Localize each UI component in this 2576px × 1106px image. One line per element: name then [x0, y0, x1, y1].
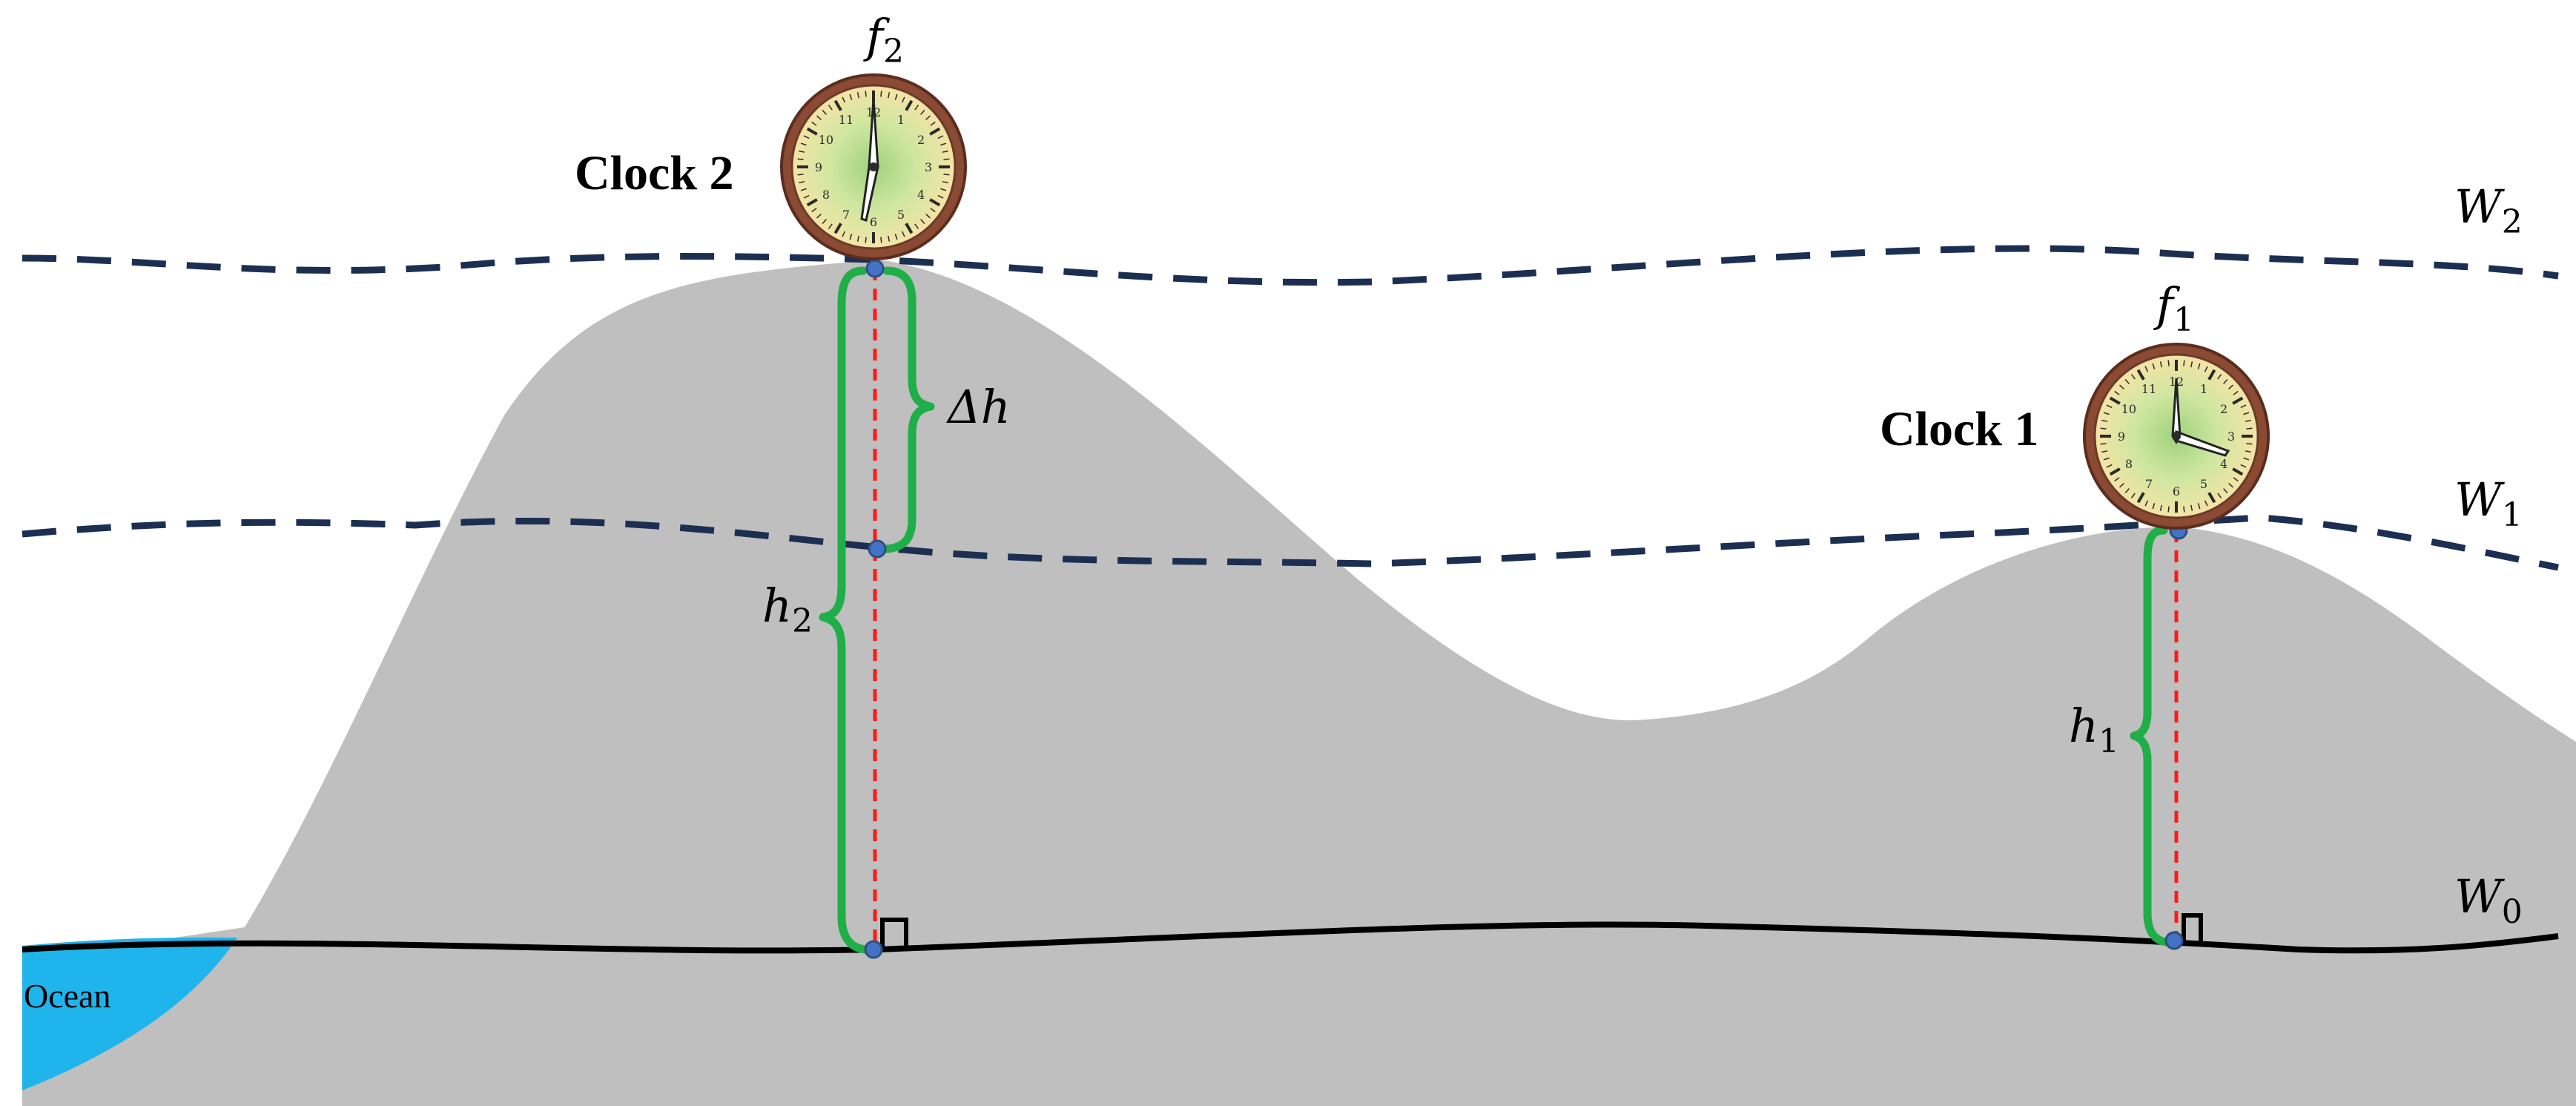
delta-h-label: Δh: [946, 380, 1011, 434]
right-angle-marker-clock1: [2182, 913, 2203, 942]
svg-text:7: 7: [842, 208, 850, 222]
svg-text:8: 8: [2125, 457, 2133, 471]
w0-label: W0: [2454, 869, 2523, 931]
svg-text:6: 6: [870, 215, 877, 229]
svg-text:7: 7: [2145, 477, 2153, 491]
h1-label: h1: [2069, 699, 2119, 760]
clock-2-label: Clock 2: [575, 146, 734, 200]
geoid-w0-line: [22, 921, 2559, 954]
equipotential-w2-line: [22, 245, 2559, 286]
f2-label: f2: [863, 9, 904, 70]
f1-label: f1: [2153, 277, 2194, 339]
svg-text:1: 1: [897, 113, 905, 127]
svg-text:10: 10: [819, 133, 833, 147]
svg-text:11: 11: [839, 113, 853, 127]
svg-text:1: 1: [2200, 382, 2207, 396]
brace-delta-h: [882, 266, 935, 553]
svg-text:10: 10: [2121, 402, 2136, 416]
svg-text:3: 3: [925, 160, 932, 174]
point-clock2-w1: [868, 539, 887, 559]
brace-h2: [819, 266, 871, 954]
point-clock2-base: [864, 940, 883, 959]
w1-label: W1: [2454, 473, 2523, 534]
svg-text:5: 5: [2200, 477, 2207, 491]
svg-text:2: 2: [917, 133, 925, 147]
w2-label: W2: [2454, 180, 2523, 241]
ocean: [22, 937, 237, 1090]
svg-text:9: 9: [815, 160, 822, 174]
svg-text:8: 8: [822, 188, 830, 202]
svg-text:2: 2: [2220, 402, 2227, 416]
svg-text:11: 11: [2141, 382, 2156, 396]
point-clock2-top: [865, 259, 885, 278]
point-clock1-base: [2164, 931, 2184, 950]
terrain: [22, 260, 2576, 1106]
svg-text:5: 5: [897, 208, 905, 222]
equipotential-w1-line: [22, 514, 2559, 571]
h2-label: h2: [762, 579, 813, 640]
clock-1-label: Clock 1: [1880, 402, 2039, 456]
svg-text:9: 9: [2118, 429, 2125, 444]
svg-text:4: 4: [2220, 457, 2227, 471]
svg-text:3: 3: [2227, 429, 2235, 444]
brace-h1: [2130, 526, 2171, 947]
ocean-label: Ocean: [24, 977, 110, 1015]
svg-text:4: 4: [917, 188, 925, 202]
right-angle-marker-clock2: [880, 918, 908, 949]
svg-text:6: 6: [2173, 484, 2180, 498]
